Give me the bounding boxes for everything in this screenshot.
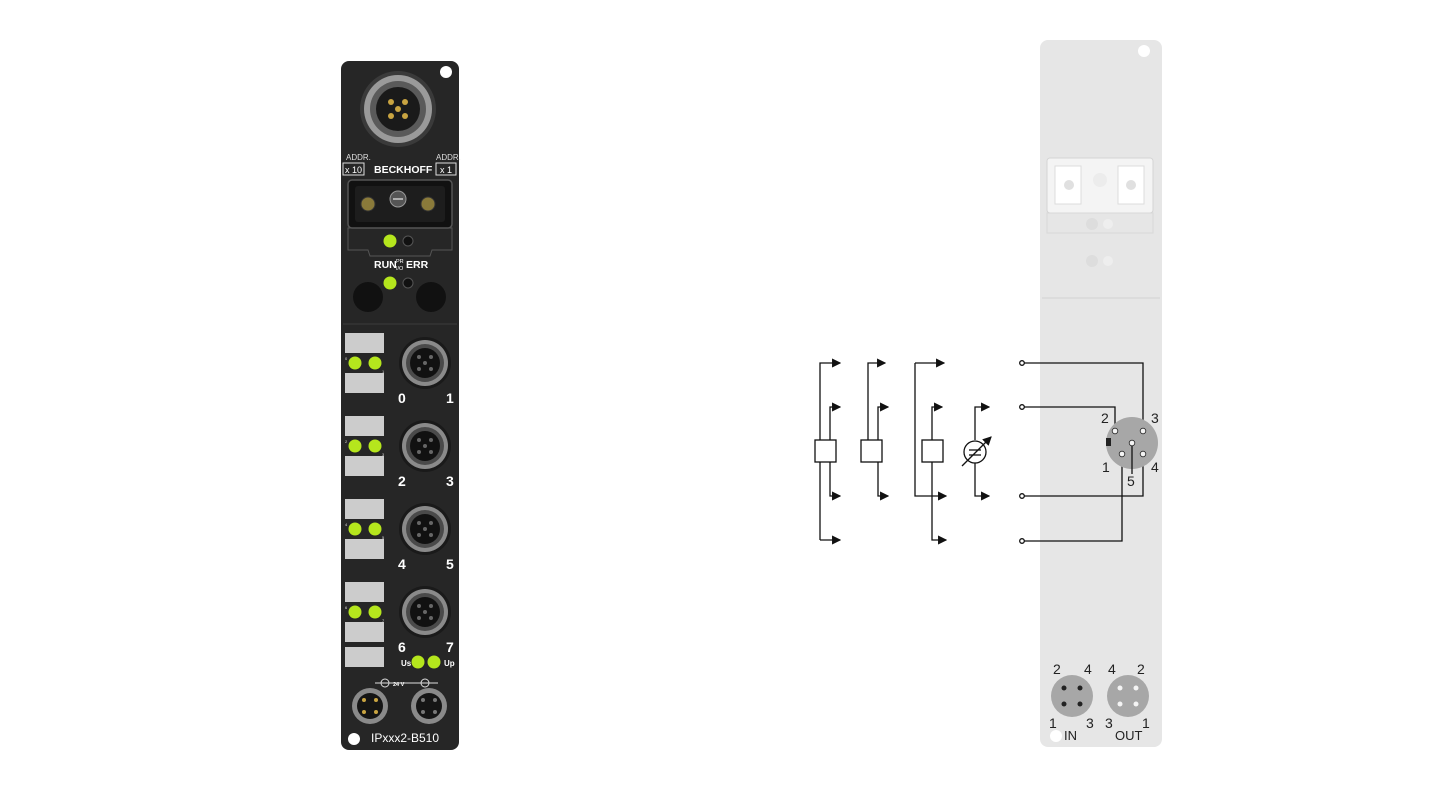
port-label: 7 <box>446 639 454 655</box>
wire-pin-4 <box>1024 456 1144 497</box>
panel-body <box>1040 40 1162 747</box>
fieldbus-connector <box>360 71 436 147</box>
rotary-switch-x10[interactable] <box>360 196 376 212</box>
addr-left-multiplier: x 10 <box>345 165 362 175</box>
out-pin-1: 1 <box>1142 715 1150 731</box>
sensor-3-block <box>921 439 944 463</box>
blank-plug-right <box>416 282 446 312</box>
side-panel: 2 4 1 3 4 2 3 1 IN OUT <box>1040 40 1162 747</box>
socket-pin-3: 3 <box>1151 410 1159 426</box>
io-led <box>383 276 397 290</box>
channel-led <box>368 605 382 619</box>
channel-small-label: 2 <box>345 439 348 444</box>
channel-led <box>348 356 362 370</box>
label-plate <box>345 622 384 642</box>
up-label: Up <box>444 659 455 668</box>
io-label: I/O <box>396 266 404 272</box>
label-plate-bottom <box>345 647 384 667</box>
addr-left-label: ADDR. <box>346 153 371 162</box>
port-label: 6 <box>398 639 406 655</box>
port-label: 2 <box>398 473 406 489</box>
port-label: 5 <box>446 556 454 572</box>
pin-assignment-schematic <box>814 358 1144 545</box>
port-label: 4 <box>398 556 406 572</box>
label-plate <box>345 539 384 559</box>
addr-right-multiplier: x 1 <box>440 165 452 175</box>
channel-small-label: 7 <box>382 618 385 623</box>
panel-hole-bottom <box>1050 730 1062 742</box>
wire-pin-3 <box>1024 362 1144 429</box>
mounting-hole-bottom <box>348 733 360 745</box>
sensor-1-block <box>814 439 837 463</box>
model-label: IPxxx2-B510 <box>371 731 439 745</box>
socket-pinout-symbol <box>1106 417 1158 474</box>
wire-pin-2 <box>1024 406 1116 429</box>
pr-label: PR <box>396 259 404 265</box>
channel-small-label: 3 <box>382 452 385 457</box>
label-plate <box>345 499 384 519</box>
label-plate <box>345 456 384 476</box>
label-plate <box>345 582 384 602</box>
up-led <box>427 655 441 669</box>
panel-hole-top <box>1138 45 1150 57</box>
us-led <box>411 655 425 669</box>
err-led <box>402 235 414 247</box>
port-label: 0 <box>398 390 406 406</box>
us-label: Us <box>401 659 412 668</box>
in-pin-4: 4 <box>1084 661 1092 677</box>
port-label: 1 <box>446 390 454 406</box>
channel-small-label: 1 <box>382 369 385 374</box>
in-pin-2: 2 <box>1053 661 1061 677</box>
channel-blocks: 0 1 0 1 2 3 2 3 4 5 4 5 6 7 6 7 <box>345 333 454 655</box>
out-pin-3: 3 <box>1105 715 1113 731</box>
module-body <box>341 61 459 750</box>
socket-pin-4: 4 <box>1151 459 1159 475</box>
power-in-connector <box>352 688 388 724</box>
power-label: 24 V <box>393 682 405 688</box>
in-connector-symbol <box>1051 675 1093 717</box>
addr-right-label: ADDR. <box>436 153 461 162</box>
sensor-1-wiring <box>819 358 842 540</box>
analog-sensor-symbol <box>963 440 987 464</box>
rotary-switch-x1[interactable] <box>420 196 436 212</box>
brand-logo: BECKHOFF <box>374 164 433 176</box>
out-pin-4: 4 <box>1108 661 1116 677</box>
power-out-connector <box>411 688 447 724</box>
run-led <box>383 234 397 248</box>
port-label: 3 <box>446 473 454 489</box>
out-connector-symbol <box>1107 675 1149 717</box>
channel-led <box>368 439 382 453</box>
channel-small-label: 4 <box>345 522 348 527</box>
in-label: IN <box>1064 728 1077 743</box>
label-plate <box>345 373 384 393</box>
channel-small-label: 0 <box>345 356 348 361</box>
socket-pin-5: 5 <box>1127 473 1135 489</box>
in-pin-3: 3 <box>1086 715 1094 731</box>
io-module: ADDR. x 10 BECKHOFF ADDR. x 1 RUN PR I/O… <box>341 61 461 750</box>
channel-led <box>348 605 362 619</box>
channel-led <box>348 522 362 536</box>
sensor-2-block <box>860 439 883 463</box>
channel-led <box>368 522 382 536</box>
socket-pin-2: 2 <box>1101 410 1109 426</box>
channel-led <box>368 356 382 370</box>
channel-small-label: 5 <box>382 535 385 540</box>
label-plate <box>345 333 384 353</box>
out-pin-2: 2 <box>1137 661 1145 677</box>
label-plate <box>345 416 384 436</box>
err-label: ERR <box>406 259 429 271</box>
blank-plug-left <box>353 282 383 312</box>
wire-pin-1 <box>1024 456 1123 542</box>
in-pin-1: 1 <box>1049 715 1057 731</box>
socket-pin-1: 1 <box>1102 459 1110 475</box>
mounting-hole-top <box>440 66 452 78</box>
out-label: OUT <box>1115 728 1143 743</box>
channel-led <box>348 439 362 453</box>
io-err-led <box>402 277 414 289</box>
run-label: RUN <box>374 259 397 271</box>
channel-small-label: 6 <box>345 605 348 610</box>
